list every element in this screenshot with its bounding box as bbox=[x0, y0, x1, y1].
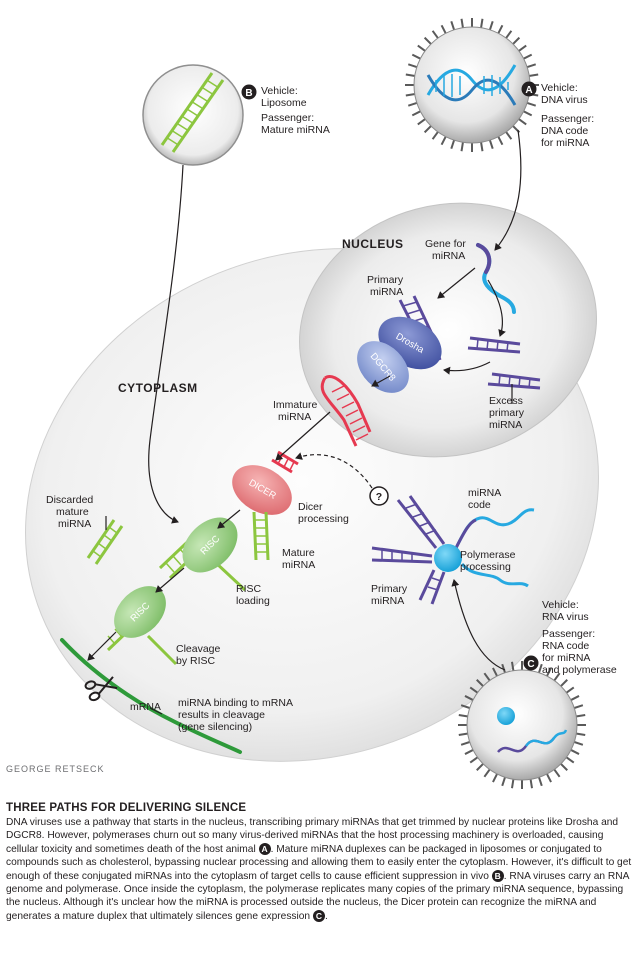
cytoplasm-label: CYTOPLASM bbox=[118, 381, 198, 395]
duplex-rung bbox=[196, 93, 209, 103]
polymerase-protein bbox=[434, 544, 462, 572]
silencing-pathways-diagram: Drosha DGCR8 DICER bbox=[6, 18, 617, 789]
arrow-gene-to-primary bbox=[437, 267, 476, 299]
dicer-complex: DICER bbox=[232, 450, 299, 515]
arrow-excess-to-drosha bbox=[443, 361, 491, 375]
excess-primary-mirna bbox=[467, 336, 541, 390]
duplex-rung bbox=[176, 122, 189, 132]
caption-badge-c: C bbox=[312, 910, 325, 923]
leader-mrna bbox=[149, 707, 163, 715]
badge-c bbox=[523, 655, 539, 671]
duplex-rung bbox=[206, 79, 219, 88]
unknown-step-marker bbox=[369, 486, 389, 506]
artist-credit: GEORGE RETSECK bbox=[6, 764, 105, 774]
badge-c-text: C bbox=[527, 659, 534, 670]
immature-mirna bbox=[320, 375, 372, 447]
vehicle-a-label: Vehicle:DNA virus bbox=[541, 82, 588, 106]
duplex-rung bbox=[191, 101, 204, 110]
mrna-strand bbox=[60, 638, 242, 754]
mrna-label: mRNA bbox=[130, 701, 161, 713]
duplex-rung bbox=[171, 129, 184, 139]
dicer-protein bbox=[232, 465, 292, 515]
arrow-cleavage-to-mrna bbox=[87, 631, 117, 661]
dgcr8-protein bbox=[357, 341, 409, 393]
liposome bbox=[142, 64, 244, 166]
duplex-rung bbox=[166, 137, 179, 146]
arrow-dicer-to-risc bbox=[217, 509, 241, 529]
caption-badge-b: B bbox=[491, 869, 504, 882]
badge-a bbox=[521, 81, 537, 97]
badge-a-text: A bbox=[525, 85, 532, 96]
unknown-step-label: ? bbox=[376, 491, 382, 503]
dna-helix-icon bbox=[426, 64, 517, 106]
duplex-rung bbox=[201, 86, 214, 96]
duplex-rung bbox=[181, 115, 194, 124]
mature-mirna-duplex-icon bbox=[160, 72, 225, 153]
rna-virus bbox=[458, 661, 586, 789]
badge-b-text: B bbox=[245, 88, 252, 99]
dna-virus bbox=[405, 18, 539, 152]
arrow-polymerase-to-dicer bbox=[295, 452, 373, 489]
nucleus-body bbox=[299, 202, 597, 458]
vehicle-c-label: Vehicle:RNA virus bbox=[542, 599, 589, 623]
vehicle-b-label: Vehicle:Liposome bbox=[261, 85, 307, 109]
arrow-gene-to-excess bbox=[487, 279, 506, 337]
duplex-rung bbox=[186, 108, 199, 117]
risc-protein-2 bbox=[114, 586, 166, 638]
caption-body: DNA viruses use a pathway that starts in… bbox=[6, 817, 632, 923]
mature-mirna-duplex bbox=[252, 511, 270, 561]
arrow-immature-to-dicer bbox=[275, 411, 331, 461]
passenger-b-label: Passenger:Mature miRNA bbox=[261, 112, 330, 136]
arrow-dna-virus-to-gene bbox=[494, 129, 522, 251]
caption-badge-a: A bbox=[258, 843, 271, 856]
risc-protein-1 bbox=[182, 517, 238, 573]
figure-caption: THREE PATHS FOR DELIVERING SILENCE DNA v… bbox=[6, 802, 634, 923]
nucleus-label: NUCLEUS bbox=[342, 237, 404, 251]
badge-b bbox=[241, 84, 257, 100]
discarded-mature-mirna bbox=[86, 519, 124, 565]
arrow-drosha-to-immature bbox=[371, 375, 391, 387]
risc-cleavage-complex: RISC bbox=[106, 586, 178, 666]
caption-title: THREE PATHS FOR DELIVERING SILENCE bbox=[6, 802, 247, 814]
arrow-rna-virus-to-polymerase bbox=[451, 579, 506, 671]
polymerase-processing-cluster bbox=[371, 495, 535, 605]
arrow-risc-to-cleavage bbox=[155, 567, 185, 593]
risc-loading-complex: RISC bbox=[158, 517, 247, 592]
arrow-liposome-to-risc bbox=[148, 164, 184, 524]
scissors-icon bbox=[84, 676, 118, 702]
polymerase-icon bbox=[497, 707, 515, 725]
